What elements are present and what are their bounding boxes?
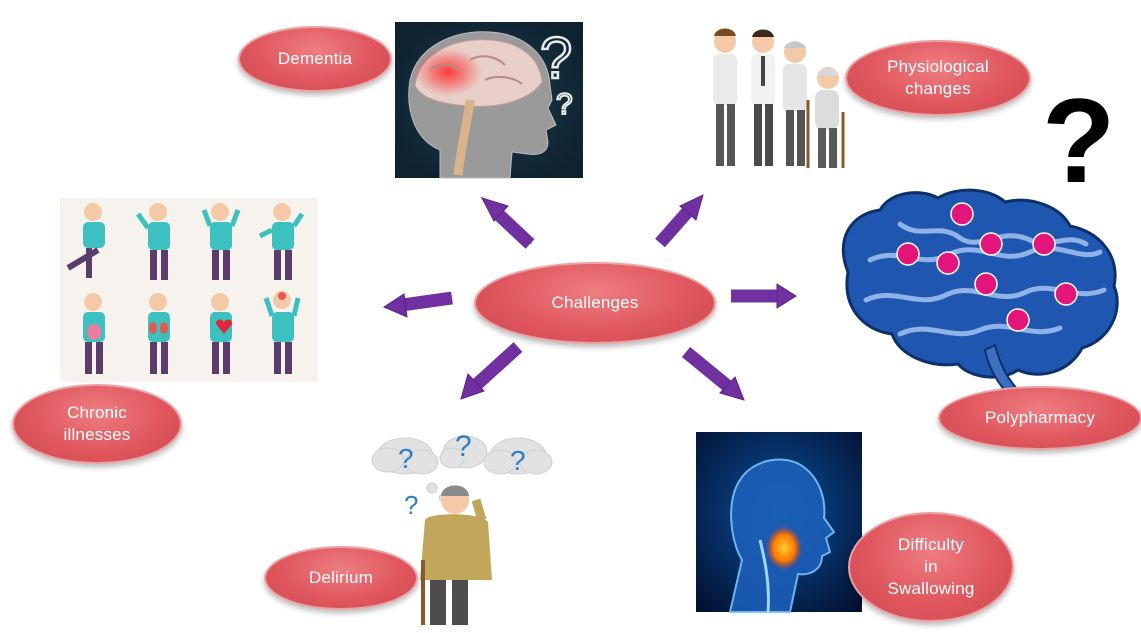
brain-illustration <box>841 188 1119 396</box>
chronic-illness-figures <box>60 198 318 382</box>
question-mark-icon: ? <box>556 88 573 121</box>
dementia-brain-illustration: ? ? <box>395 22 583 179</box>
question-mark-icon: ? <box>398 443 414 474</box>
arrow-to-physiological <box>655 194 704 248</box>
arrow-to-swallowing <box>681 346 745 401</box>
node-delirium: Delirium <box>264 546 418 610</box>
question-mark-icon: ? <box>455 430 472 463</box>
arrows <box>382 194 797 401</box>
arrow-to-chronic <box>382 291 453 318</box>
node-polypharmacy: Polypharmacy <box>938 386 1141 450</box>
throat-xray-illustration <box>696 432 862 613</box>
question-mark-icon: ? <box>510 445 526 476</box>
aging-men-illustration <box>713 28 845 168</box>
node-dementia: Dementia <box>238 26 392 92</box>
delirium-man-illustration: ? ? ? ? <box>371 430 553 625</box>
arrow-to-polypharmacy <box>731 283 797 309</box>
arrow-to-delirium <box>460 342 523 400</box>
node-difficulty-swallowing: Difficulty in Swallowing <box>848 512 1014 622</box>
arrow-to-dementia-shaft <box>481 197 535 249</box>
question-mark-icon: ? <box>1042 74 1115 208</box>
node-physiological-changes: Physiological changes <box>845 40 1031 116</box>
question-mark-icon: ? <box>404 490 418 520</box>
center-node-challenges: Challenges <box>474 262 716 344</box>
question-mark-icon: ? <box>540 26 572 91</box>
node-chronic-illnesses: Chronic illnesses <box>12 384 182 464</box>
